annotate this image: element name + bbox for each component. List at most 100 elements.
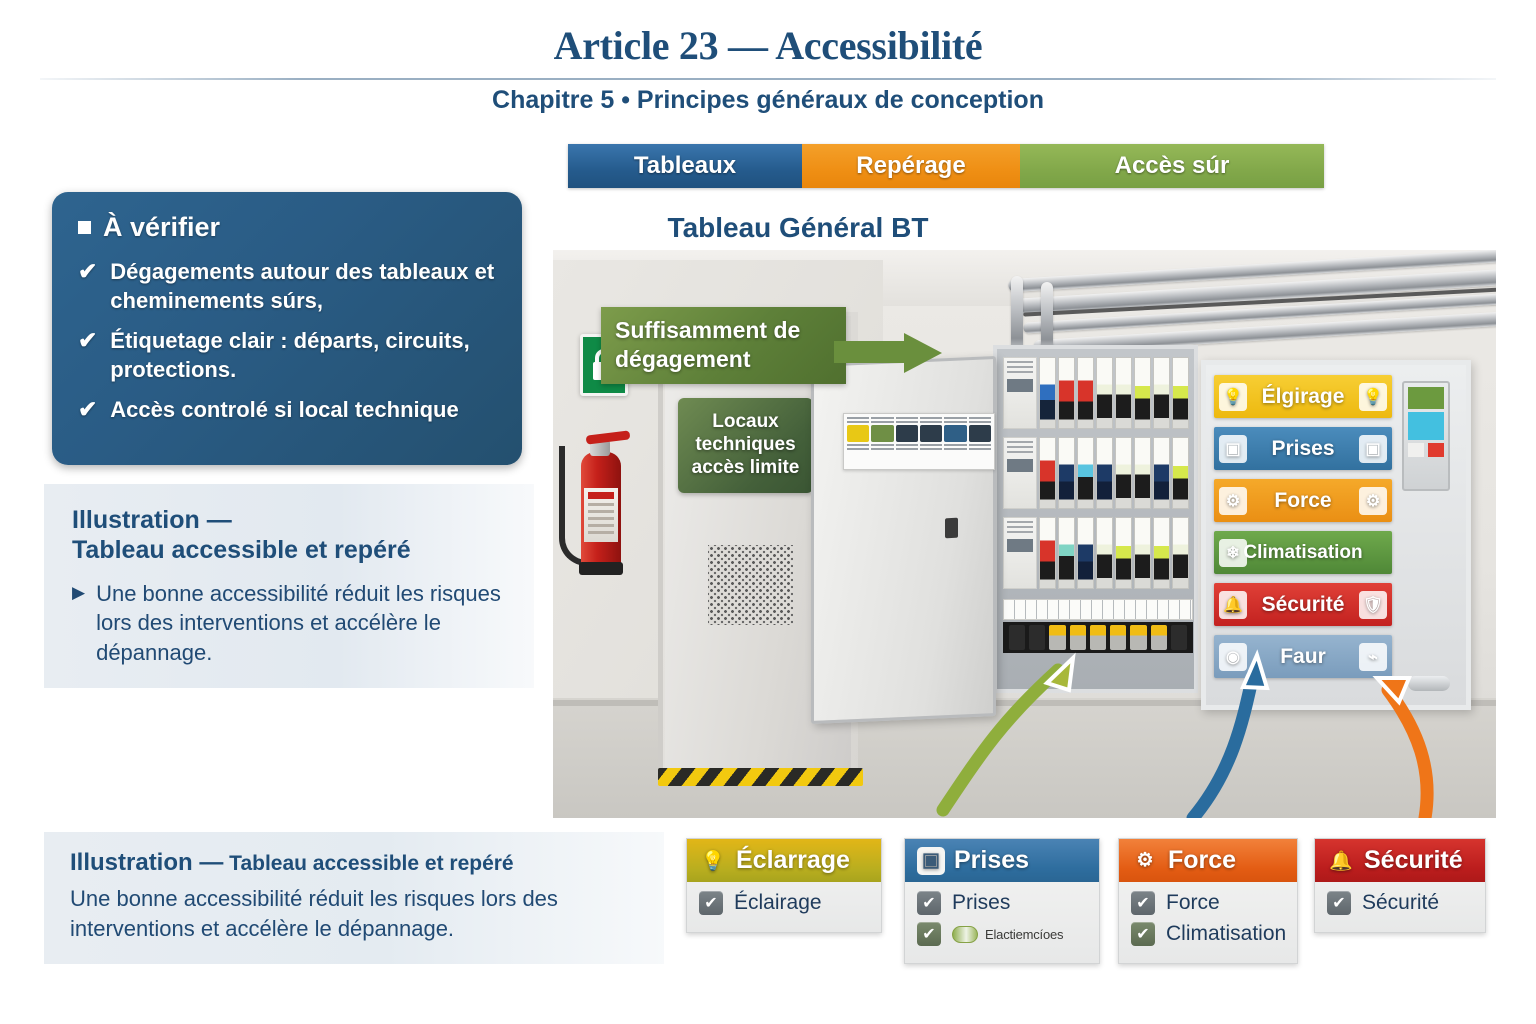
tab-reperage[interactable]: Repérage [802,144,1020,188]
panel-label-securite[interactable]: 🔔 Sécurité 🛡 [1214,583,1392,626]
tab-strip: Tableaux Repérage Accès súr [568,144,1324,188]
panel-label-text: Climatisation [1243,541,1363,563]
door-sign-line3: accès limite [691,456,800,478]
illustration-note-heading-2: Tableau accessible et repéré [72,535,411,564]
breaker-module[interactable] [1039,517,1056,589]
label-cabinet: 💡 Élgirage 💡 ▣ Prises ▣ ⚙ Force ⚙ ❄ Clim… [1201,360,1471,710]
panel-label-force[interactable]: ⚙ Force ⚙ [1214,479,1392,522]
breaker-module[interactable] [1039,437,1056,509]
breaker-doc-label [1003,437,1037,509]
illustration-title: Tableau Général BT [667,212,929,243]
card-checkbox-row[interactable]: ✔ Elactiemcíoes [917,922,1087,946]
bell-icon: 🔔 [1219,590,1247,619]
illustration-note-card: Illustration — Tableau accessible et rep… [44,484,534,688]
panel-label-prises[interactable]: ▣ Prises ▣ [1214,427,1392,470]
breaker-doc-label [1003,517,1037,589]
card-item-label: Force [1166,891,1220,914]
checkbox-checked-icon[interactable]: ✔ [917,891,941,915]
card-checkbox-row[interactable]: ✔ Force [1131,891,1285,915]
meter-display[interactable] [1402,381,1450,491]
illustration-note-heading-1: Illustration — [72,506,232,534]
cabinet-door-lock-icon[interactable] [945,517,958,539]
tab-tableaux[interactable]: Tableaux [568,144,802,188]
breaker-module[interactable] [1153,517,1170,589]
fuse[interactable] [1049,625,1066,650]
breaker-module[interactable] [1153,357,1170,429]
panel-label-faur[interactable]: ◉ Faur ⌁ [1214,635,1392,678]
fuse[interactable] [1130,625,1147,650]
card-body: ✔ Sécurité [1315,882,1485,932]
check-icon: ✔ [78,258,98,284]
breaker-module[interactable] [1172,437,1189,509]
breaker-row [1003,437,1193,509]
fuse[interactable] [1170,625,1187,650]
door-vent-grille [708,545,793,625]
square-bullet-icon [78,221,91,234]
checkbox-checked-icon[interactable]: ✔ [1131,891,1155,915]
panel-label-climatisation[interactable]: ❄ Climatisation [1214,531,1392,574]
bulb-icon: 💡 [1219,382,1247,411]
breaker-module[interactable] [1172,517,1189,589]
category-cards: 💡 Éclarrage ✔ Éclairage ▣ Prises ✔ Prise… [686,838,1486,973]
breaker-module[interactable] [1096,357,1113,429]
bulb-icon: 💡 [701,850,725,872]
breaker-module[interactable] [1077,437,1094,509]
breaker-module[interactable] [1077,517,1094,589]
cabinet-open-door[interactable] [811,355,996,725]
checklist-heading: À vérifier [78,212,496,243]
breaker-module[interactable] [1096,517,1113,589]
fuse[interactable] [1089,625,1107,650]
breaker-module[interactable] [1134,517,1151,589]
checkbox-checked-icon[interactable]: ✔ [1327,891,1351,915]
breaker-module[interactable] [1115,437,1132,509]
card-item-label: Éclairage [734,891,822,914]
card-force[interactable]: ⚙ Force ✔ Force ✔ Climatisation [1118,838,1298,964]
title-divider [40,78,1496,80]
card-header: 💡 Éclarrage [687,839,881,882]
breaker-module[interactable] [1153,437,1170,509]
card-checkbox-row[interactable]: ✔ Climatisation [1131,922,1287,946]
card-header: ⚙ Force [1119,839,1297,882]
card-eclairage[interactable]: 💡 Éclarrage ✔ Éclairage [686,838,882,933]
breaker-module[interactable] [1134,357,1151,429]
card-checkbox-row[interactable]: ✔ Sécurité [1327,891,1473,915]
breaker-module[interactable] [1096,437,1113,509]
card-prises[interactable]: ▣ Prises ✔ Prises ✔ Elactiemcíoes [904,838,1100,964]
breaker-module[interactable] [1058,517,1075,589]
fuse[interactable] [1110,625,1127,650]
checklist-panel: À vérifier ✔ Dégagements autour des tabl… [52,192,522,465]
fuse[interactable] [1069,625,1086,650]
bottom-band-body: Une bonne accessibilité réduit les risqu… [70,886,558,941]
breaker-module[interactable] [1058,357,1075,429]
breaker-module[interactable] [1039,357,1056,429]
panel-label-eclairage[interactable]: 💡 Élgirage 💡 [1214,375,1392,418]
meter-buttons[interactable] [1408,443,1444,457]
checkbox-checked-icon[interactable]: ✔ [699,891,723,915]
cabinet-handle[interactable] [1408,676,1450,691]
breaker-module[interactable] [1058,437,1075,509]
tab-acces-sur[interactable]: Accès súr [1020,144,1324,188]
fuse[interactable] [1029,625,1046,650]
breaker-module[interactable] [1115,517,1132,589]
fuse[interactable] [1150,625,1167,650]
checkbox-checked-icon[interactable]: ✔ [917,922,941,946]
checklist-item-label: Étiquetage clair : départs, circuits, pr… [110,328,470,383]
panel-label-text: Force [1274,488,1332,512]
card-checkbox-row[interactable]: ✔ Prises [917,891,1087,915]
card-item-label: Prises [952,891,1011,914]
breaker-module[interactable] [1172,357,1189,429]
card-item-label: Climatisation [1166,922,1287,945]
gears-icon: ⚙ [1359,486,1387,515]
breaker-row [1003,357,1193,429]
fuse[interactable] [1009,625,1026,650]
breaker-module[interactable] [1077,357,1094,429]
breaker-row [1003,517,1193,589]
breaker-module[interactable] [1115,357,1132,429]
checkbox-checked-icon[interactable]: ✔ [1131,922,1155,946]
meter-screen-main [1408,412,1444,440]
breaker-module[interactable] [1134,437,1151,509]
card-securite[interactable]: 🔔 Sécurité ✔ Sécurité [1314,838,1486,933]
extinguisher-label [584,488,618,542]
card-checkbox-row[interactable]: ✔ Éclairage [699,891,869,915]
bell-icon: 🔔 [1329,850,1353,872]
